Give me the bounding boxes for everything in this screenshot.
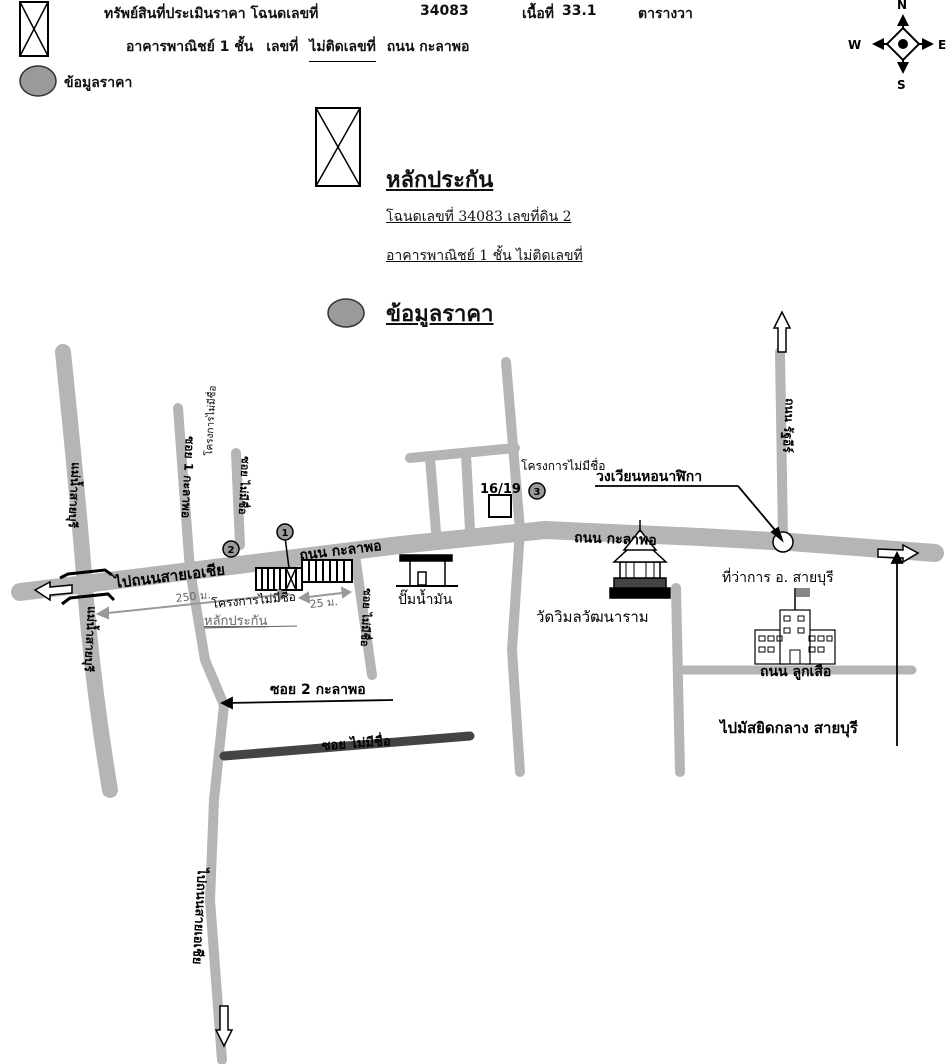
label-project-mid: โครงการไม่มีชื่อ bbox=[211, 588, 297, 611]
marker-3-label: 3 bbox=[534, 487, 541, 498]
compass-w: W bbox=[848, 38, 861, 52]
label-to-mosque: ไปมัสยิดกลาง สายบุรี bbox=[718, 718, 859, 738]
label-roundabout: วงเวียนหอนาฬิกา bbox=[596, 469, 702, 485]
header-line2: อาคารพาณิชย์ 1 ชั้น เลขที่ ไม่ติดเลขที่ … bbox=[126, 36, 470, 62]
road-north-central bbox=[501, 357, 525, 777]
price-legend-icon-small bbox=[19, 65, 57, 97]
road-kalapo bbox=[11, 521, 944, 601]
compass-s: S bbox=[897, 78, 906, 92]
header-building-type: อาคารพาณิชย์ 1 ชั้น bbox=[126, 39, 254, 55]
distance-bars bbox=[95, 586, 352, 620]
road-soi-unnamed-left bbox=[231, 448, 245, 550]
compass-n: N bbox=[897, 0, 907, 12]
header-deed-no: 34083 bbox=[420, 3, 469, 19]
road-north bbox=[775, 347, 788, 545]
road-east-vertical bbox=[671, 583, 685, 777]
marker-2-label: 2 bbox=[228, 545, 235, 556]
header-price-data: ข้อมูลราคา bbox=[64, 75, 133, 91]
arrow-west bbox=[33, 580, 73, 602]
callout-lines bbox=[219, 485, 904, 746]
direction-arrows bbox=[33, 310, 920, 1048]
label-soi-unnamed-mid: ซอย ไม่มีชื่อ bbox=[358, 588, 376, 647]
header-area: 33.1 bbox=[562, 3, 597, 19]
legend-collateral-line2: อาคารพาณิชย์ 1 ชั้น ไม่ติดเลขที่ bbox=[386, 248, 583, 264]
temple-icon bbox=[609, 520, 671, 599]
label-project-left: โครงการไม่มีชื่อ bbox=[201, 385, 219, 456]
label-road-north: ถนน รัฐอีร์ bbox=[779, 398, 797, 454]
label-dist-250: 250 ม. bbox=[175, 588, 211, 605]
compass-e: E bbox=[938, 38, 946, 52]
label-to-asia-road: ไปถนนสายเอเชีย bbox=[111, 560, 226, 593]
label-road-kalapo-east: ถนน กะลาพอ bbox=[574, 530, 657, 549]
label-soi-1-kalapo: ซอย 1 กะลาพอ bbox=[179, 436, 197, 519]
label-collateral-mark: หลักประกัน bbox=[204, 614, 267, 629]
road-soi-1 bbox=[173, 403, 229, 710]
header-area-label: เนื้อที่ bbox=[522, 6, 554, 22]
header-line1: ทรัพย์สินที่ประเมินราคา โฉนดเลขที่ 34083… bbox=[104, 3, 693, 25]
header-house-no: ไม่ติดเลขที่ bbox=[309, 39, 376, 62]
plot-16-19-box bbox=[488, 494, 512, 518]
arrow-south bbox=[214, 1005, 234, 1048]
district-office-icon bbox=[754, 588, 836, 665]
label-district-office: ที่ว่าการ อ. สายบุรี bbox=[722, 568, 834, 586]
road-soi-unnamed-mid bbox=[350, 550, 377, 680]
label-river-bottom: แม่น้ำสายบุรี bbox=[81, 606, 102, 673]
collateral-legend-icon-small bbox=[19, 1, 49, 57]
gas-station-icon bbox=[396, 554, 458, 587]
price-marker-3: 3 bbox=[528, 482, 546, 500]
roads bbox=[11, 344, 944, 1064]
label-soi-2-kalapo: ซอย 2 กะลาพอ bbox=[270, 682, 366, 698]
legend-collateral-title: หลักประกัน bbox=[386, 167, 494, 193]
bridge bbox=[59, 568, 116, 606]
price-marker-2: 2 bbox=[222, 540, 240, 558]
label-project-top: โครงการไม่มีชื่อ bbox=[521, 457, 605, 473]
collateral-mark-box bbox=[203, 625, 298, 629]
header-road: ถนน กะลาพอ bbox=[386, 39, 470, 55]
marker-1-label: 1 bbox=[282, 528, 289, 539]
label-gas-station: ปั๊มน้ำมัน bbox=[398, 589, 453, 608]
header-house-no-label: เลขที่ bbox=[266, 39, 299, 55]
price-legend-icon bbox=[327, 298, 365, 328]
label-road-lukseua: ถนน ลูกเสือ bbox=[760, 664, 831, 680]
legend-price-title: ข้อมูลราคา bbox=[386, 301, 494, 327]
label-dist-25: 25 ม. bbox=[309, 595, 338, 611]
label-soi-unnamed-bottom: ซอย ไม่มีชื่อ bbox=[321, 731, 391, 754]
label-temple: วัดวิมลวัฒนาราม bbox=[536, 608, 649, 626]
label-soi-unnamed-left: ซอย ไม่มีชื่อ bbox=[236, 456, 254, 515]
header-unit: ตารางวา bbox=[638, 6, 693, 22]
header-line1-label: ทรัพย์สินที่ประเมินราคา โฉนดเลขที่ bbox=[104, 6, 319, 22]
label-to-asia-south: ไปถนนสายเอเชีย bbox=[189, 866, 211, 965]
compass-icon bbox=[872, 14, 934, 74]
collateral-legend-icon bbox=[315, 107, 361, 187]
label-plot-16-19: 16/19 bbox=[480, 482, 521, 497]
road-soi-2-south bbox=[205, 700, 229, 1064]
road-loop bbox=[405, 443, 520, 537]
price-marker-1: 1 bbox=[276, 523, 294, 541]
label-river-top: แม่น้ำสายบุรี bbox=[65, 462, 86, 529]
river bbox=[55, 344, 118, 798]
road-soi-unnamed-bottom bbox=[219, 731, 475, 761]
arrow-north bbox=[772, 310, 792, 353]
legend-collateral-line1: โฉนดเลขที่ 34083 เลขที่ดิน 2 bbox=[386, 209, 572, 225]
